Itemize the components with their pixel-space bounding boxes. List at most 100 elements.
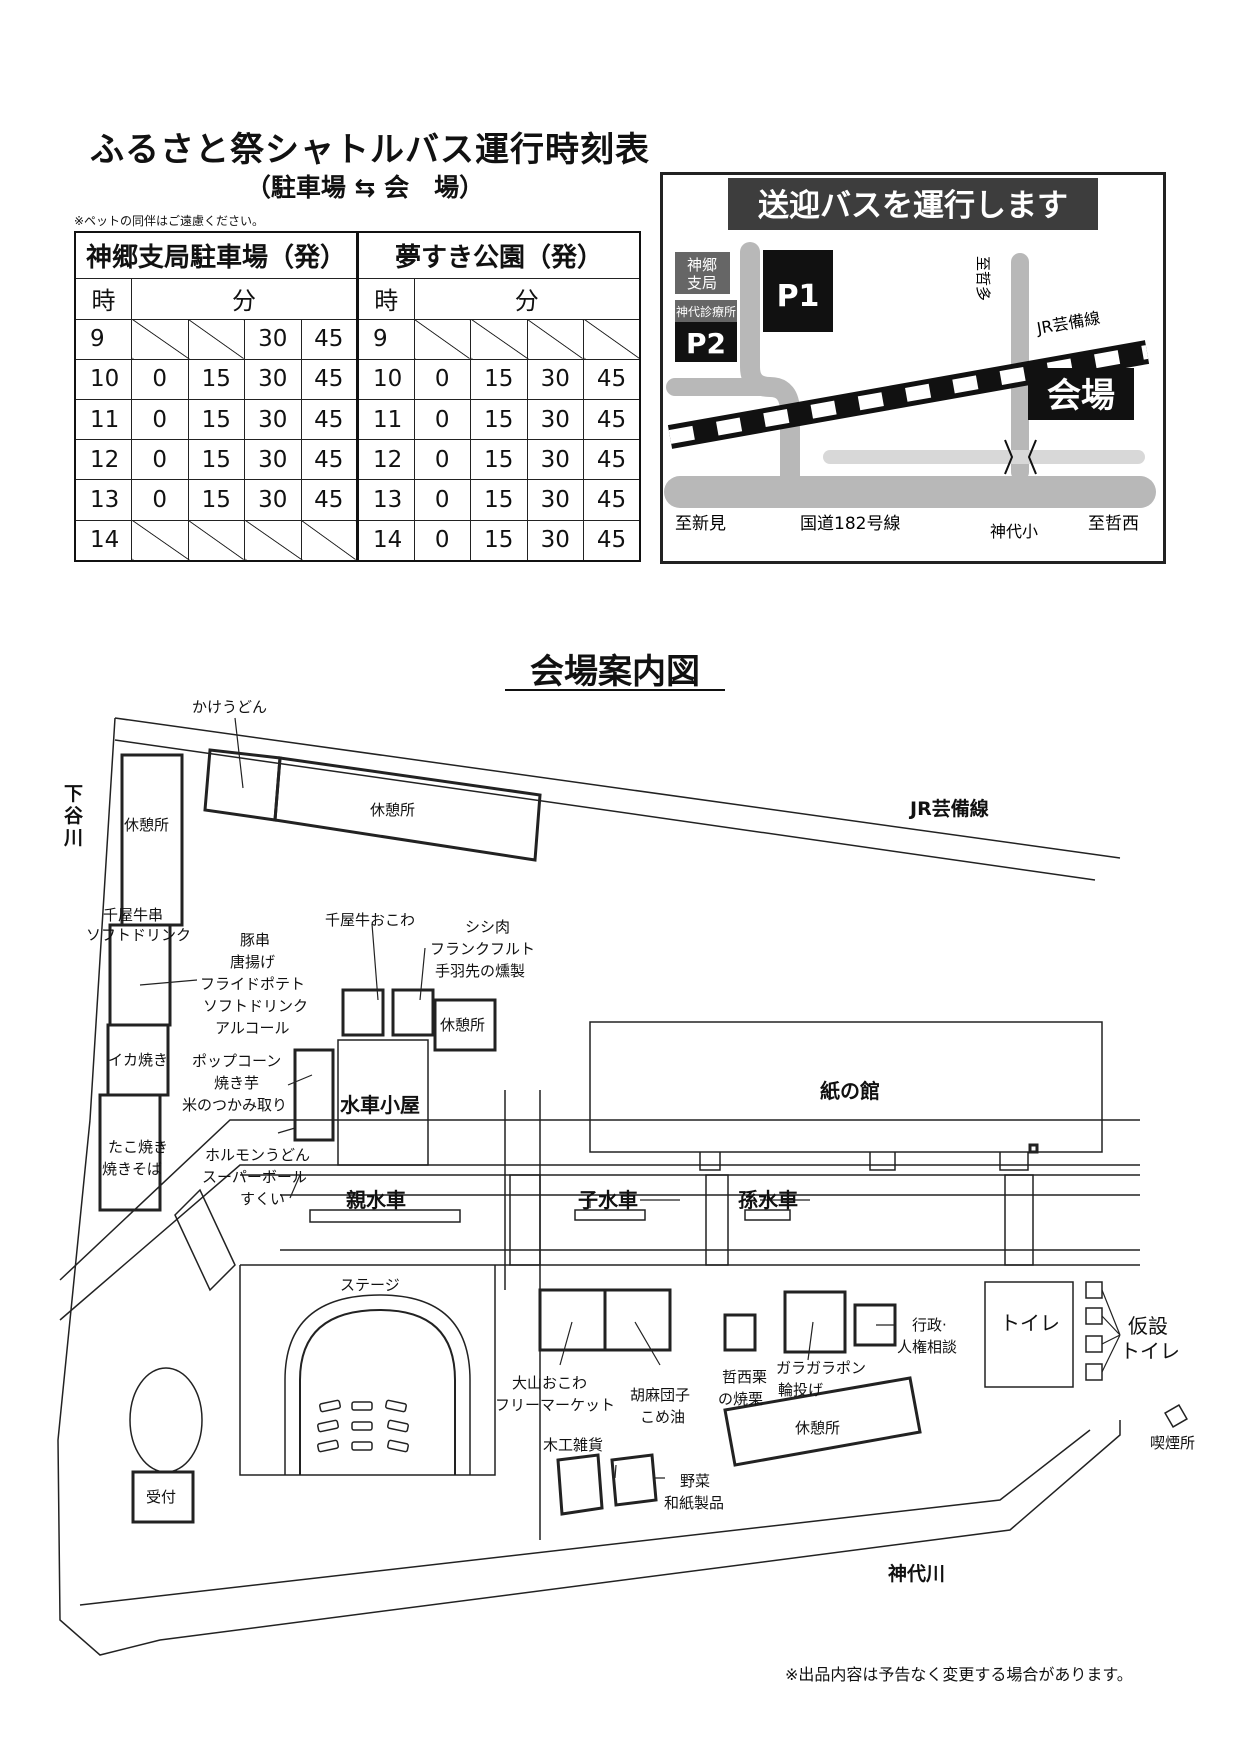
label-gyosei-1: 行政·: [912, 1316, 947, 1334]
hour-cell: 9: [356, 318, 415, 360]
venue-map-title: 会場案内図: [530, 652, 700, 692]
ko-marker: [1028, 1143, 1039, 1154]
label-garagara-1: ガラガラポン: [776, 1359, 866, 1377]
minute-cell: 45: [300, 439, 358, 481]
label-shishi-1: シシ肉: [465, 918, 510, 936]
minute-cell: 15: [187, 358, 245, 400]
hour-cell: 14: [356, 519, 415, 562]
label-shimotani-2: 谷: [64, 805, 84, 827]
minute-cell: 15: [187, 479, 245, 521]
suisha-goya-building: [337, 1039, 429, 1166]
label-oya-suisha: 親水車: [346, 1188, 406, 1212]
jingo-branch-label-2: 支局: [687, 274, 717, 292]
hour-cell: 10: [356, 358, 415, 400]
label-rest-mid: 休憩所: [440, 1016, 485, 1034]
river-boundary: [57, 1119, 1121, 1656]
oyama-stall: [538, 1288, 607, 1352]
left-stop-header: 神郷支局駐車場（発）: [74, 231, 358, 280]
label-shishi-3: 手羽先の燻製: [435, 962, 525, 980]
minute-cell: 0: [131, 358, 189, 400]
no-departure-cell: [187, 318, 245, 360]
label-rest-top: 休憩所: [370, 801, 415, 819]
left-bridge: [174, 1188, 236, 1292]
minute-cell: 15: [187, 439, 245, 481]
mokko-stall: [556, 1453, 604, 1516]
label-tako-1: たこ焼き: [108, 1138, 168, 1156]
minute-cell: 45: [583, 479, 641, 521]
inner-boundary: [79, 1429, 1091, 1606]
minute-cell: 15: [470, 439, 528, 481]
bridge: [1004, 439, 1037, 475]
garagara-stall: [783, 1290, 847, 1354]
pond: [129, 1367, 203, 1473]
access-map: 送迎バスを運行します 神郷 支局 P1 神代診療所 P2 会場 至哲多 JR芸備…: [660, 172, 1166, 564]
venue-label: 会場: [1047, 376, 1115, 416]
label-popcorn-3: 米のつかみ取り: [182, 1096, 287, 1114]
label-chiya-kushi-2: ソフトドリンク: [86, 926, 191, 944]
label-toilet: トイレ: [1000, 1311, 1060, 1335]
hour-header: 時: [356, 278, 415, 320]
label-ika: イカ焼き: [108, 1051, 168, 1069]
label-tetsunishi-2: の焼栗: [718, 1390, 763, 1408]
p2-label: P2: [686, 327, 726, 360]
label-rest-bottom: 休憩所: [795, 1419, 840, 1437]
stage-seating-arch: [299, 1308, 456, 1475]
no-departure-cell: [526, 318, 584, 360]
mago-suisha-wheel: [744, 1209, 791, 1221]
kasetsu-toilet-3: [1085, 1335, 1103, 1353]
stage-area: [239, 1265, 496, 1476]
minute-header: 分: [131, 278, 358, 320]
label-kasetsu-2: トイレ: [1120, 1339, 1180, 1363]
minute-cell: 0: [413, 358, 471, 400]
label-buta-5: アルコール: [215, 1019, 290, 1037]
minute-cell: 30: [526, 398, 584, 441]
minute-cell: 45: [583, 439, 641, 481]
smoking-area-box: [1164, 1404, 1188, 1428]
timetable-title: ふるさと祭シャトルバス運行時刻表: [90, 130, 650, 170]
minute-cell: 15: [470, 398, 528, 441]
audience-seats: [317, 1399, 409, 1453]
minute-header: 分: [413, 278, 641, 320]
pet-note: ※ペットの同伴はご遠慮ください。: [74, 214, 265, 228]
label-chiya-kushi-1: 千屋牛串: [103, 906, 163, 924]
railway: [667, 340, 1150, 449]
minute-cell: 0: [413, 398, 471, 441]
left-road: [59, 1119, 1140, 1321]
minute-cell: 30: [244, 398, 302, 441]
label-horumon-2: スーパーボール: [202, 1168, 307, 1186]
label-tetsunishi-1: 哲西栗: [722, 1368, 767, 1386]
jingo-branch-box: [675, 252, 730, 294]
label-popcorn-1: ポップコーン: [192, 1052, 281, 1070]
minute-cell: 0: [413, 439, 471, 481]
rest-left-building: [120, 753, 184, 927]
minute-cell: 0: [131, 398, 189, 441]
no-departure-cell: [583, 318, 641, 360]
label-buta-4: ソフトドリンク: [203, 997, 308, 1015]
minute-cell: 15: [470, 479, 528, 521]
kami-no-yakata-building: [589, 1021, 1103, 1153]
label-kojiro-river: 神代川: [888, 1562, 945, 1585]
no-departure-cell: [413, 318, 471, 360]
banner-text: 送迎バスを運行します: [758, 188, 1068, 224]
label-popcorn-2: 焼き芋: [214, 1074, 259, 1092]
hour-cell: 13: [74, 479, 132, 521]
label-smoking: 喫煙所: [1150, 1434, 1195, 1452]
label-goma-1: 胡麻団子: [630, 1386, 690, 1404]
label-stage: ステージ: [340, 1276, 400, 1294]
to-tetta-label: 至哲多: [974, 256, 992, 301]
label-shimotani-1: 下: [64, 783, 83, 805]
venue-map: かけうどん 休憩所 JR芸備線 下 谷 川 休憩所 千屋牛串 ソフトドリンク 豚…: [57, 700, 1195, 1684]
popcorn-stall: [293, 1048, 335, 1142]
minute-cell: 30: [526, 358, 584, 400]
label-buta-1: 豚串: [240, 931, 270, 949]
oya-suisha-wheel: [309, 1209, 461, 1223]
minute-cell: 30: [244, 358, 302, 400]
kasetsu-toilet-2: [1085, 1307, 1103, 1325]
no-departure-cell: [187, 519, 245, 562]
